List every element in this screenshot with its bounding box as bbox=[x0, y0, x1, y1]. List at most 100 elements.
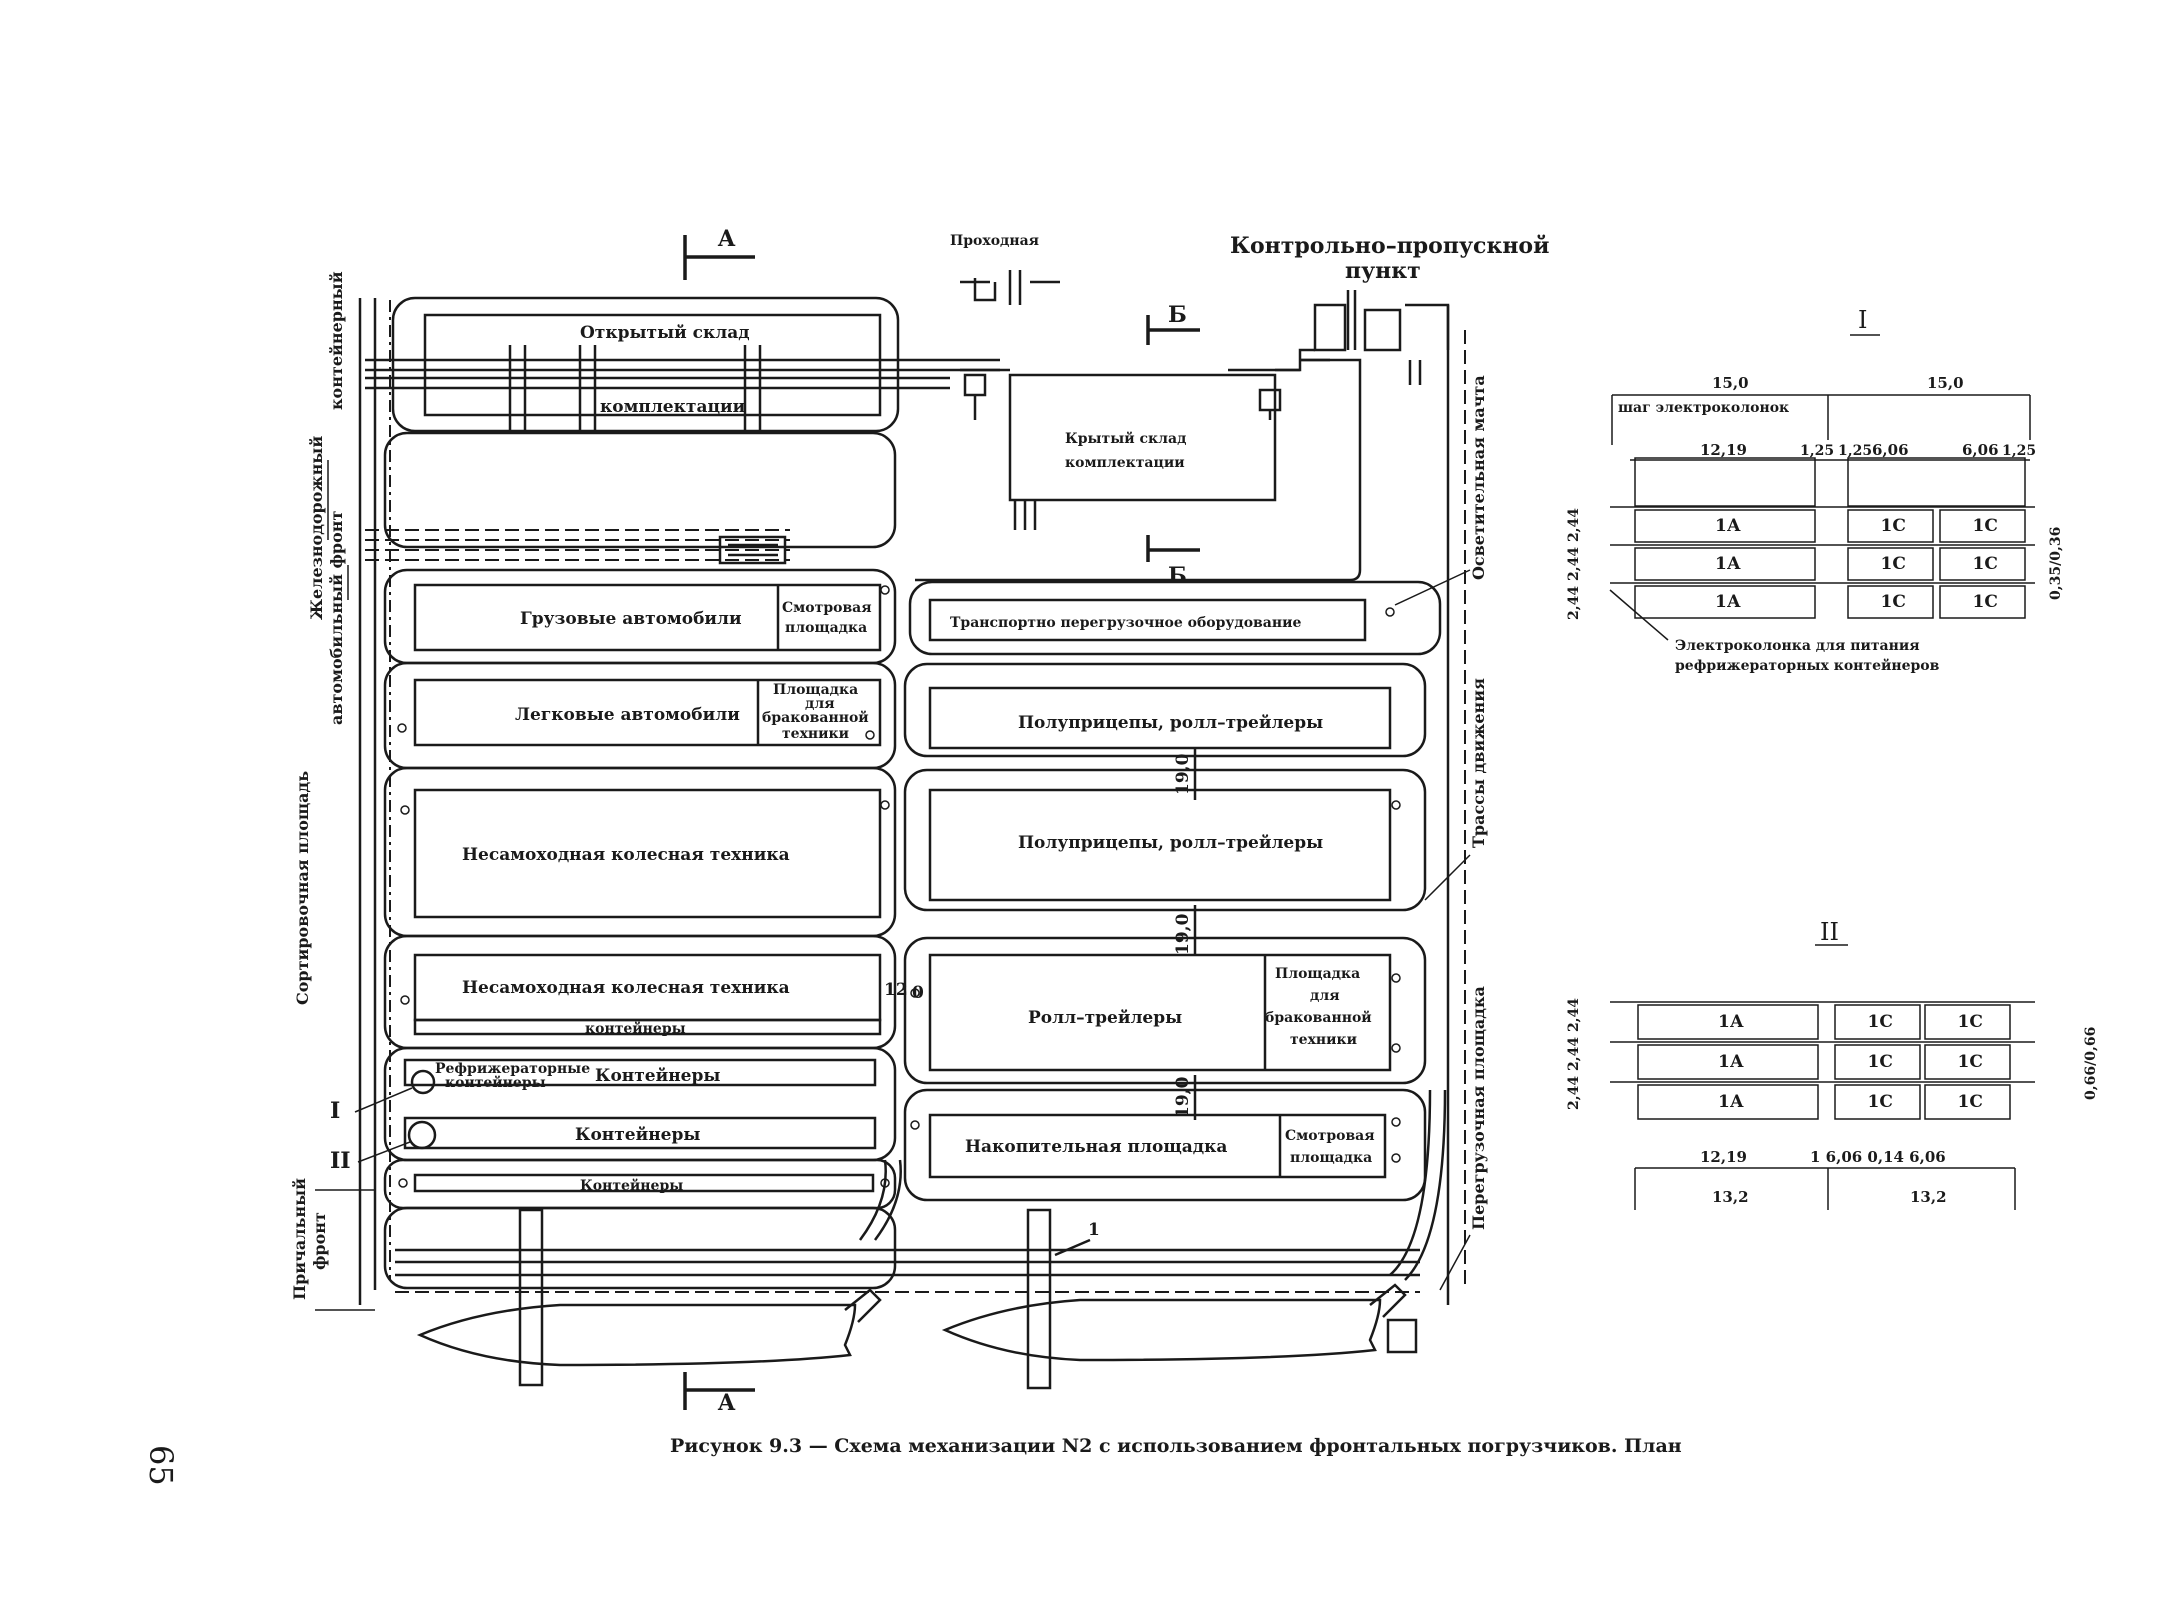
dim-19-0-b: 19,0 bbox=[1173, 913, 1193, 955]
container-slot bbox=[1637, 1084, 1819, 1120]
svg-text:6,06: 6,06 bbox=[1872, 441, 1909, 459]
container-slot bbox=[1834, 1084, 1921, 1120]
container-slot-label: 1С bbox=[1881, 516, 1906, 536]
svg-text:0,66/0,66: 0,66/0,66 bbox=[2083, 1027, 2099, 1100]
cars-area: Легковые автомобили Площадка для бракова… bbox=[397, 678, 882, 747]
container-slot-label: 1А bbox=[1715, 592, 1741, 612]
container-slot-label: 1С bbox=[1958, 1012, 1983, 1032]
container-slot bbox=[1634, 585, 1816, 619]
svg-text:бракованной: бракованной bbox=[1265, 1009, 1372, 1026]
semi-trailers-area-2: Полуприцепы, ролл–трейлеры bbox=[928, 788, 1401, 902]
container-slot bbox=[1847, 509, 1934, 543]
detail-I: I 15,0 15,0 шаг электроколонок 12,19 1,2… bbox=[1566, 306, 2064, 674]
sorting-area-label: Сортировочная площадь bbox=[293, 771, 312, 1005]
svg-text:I: I bbox=[330, 1098, 340, 1124]
trucks-area: Грузовые автомобили Смотровая площадка bbox=[413, 583, 890, 652]
section-a-bottom-marker: A bbox=[683, 1372, 755, 1416]
callout-II: II bbox=[330, 1141, 411, 1174]
svg-text:12,19: 12,19 bbox=[1700, 441, 1747, 459]
transshipment-area-label: Перегрузочная площадка bbox=[1469, 986, 1488, 1230]
accumulation-area: Накопительная площадка Смотровая площадк… bbox=[910, 1113, 1401, 1179]
dim-19-0-c: 19,0 bbox=[1173, 1076, 1193, 1118]
berth-front-label-1: Причальный bbox=[290, 1178, 309, 1300]
right-column-boundary bbox=[903, 580, 1442, 1202]
containers-area-3: Контейнеры bbox=[398, 1173, 890, 1194]
svg-text:Смотровая: Смотровая bbox=[1285, 1128, 1375, 1144]
container-slot bbox=[1924, 1044, 2011, 1080]
svg-text:15,0: 15,0 bbox=[1927, 374, 1964, 392]
svg-text:1,25: 1,25 bbox=[1800, 443, 1834, 459]
container-slot-label: 1С bbox=[1958, 1092, 1983, 1112]
container-label: контейнерный bbox=[327, 271, 346, 410]
svg-text:12: 12 bbox=[884, 980, 908, 1000]
crane-1 bbox=[518, 1208, 544, 1387]
left-column-boundary bbox=[383, 296, 900, 1290]
container-slot-label: 1С bbox=[1973, 592, 1998, 612]
containers-area-2: Контейнеры bbox=[403, 1116, 877, 1150]
container-slot bbox=[1634, 547, 1816, 581]
ship-1 bbox=[416, 1288, 882, 1367]
container-slot-label: 1С bbox=[1973, 554, 1998, 574]
svg-text:13,2: 13,2 bbox=[1712, 1188, 1749, 1206]
svg-text:A: A bbox=[717, 1390, 736, 1416]
traffic-routes-label: Трассы движения bbox=[1469, 678, 1488, 848]
container-row-strip bbox=[718, 535, 787, 565]
non-self-propelled-wheeled-area-1: Несамоходная колесная техника bbox=[400, 788, 890, 919]
kpp-building bbox=[1313, 290, 1450, 385]
kpp-label-line2: пункт bbox=[1345, 258, 1421, 284]
container-slot-label: 1А bbox=[1715, 554, 1741, 574]
svg-text:1: 1 bbox=[1088, 1220, 1100, 1240]
transport-equipment-area: Транспортно перегрузочное оборудование bbox=[928, 598, 1395, 642]
svg-text:I: I bbox=[1858, 306, 1867, 334]
svg-text:Крытый склад: Крытый склад bbox=[1065, 430, 1186, 447]
kpp-label-line1: Контрольно–пропускной bbox=[1230, 233, 1549, 259]
page-number: 65 bbox=[142, 1445, 180, 1486]
checkpoint-passage-label: Проходная bbox=[950, 233, 1039, 249]
svg-text:Несамоходная колесная техника: Несамоходная колесная техника bbox=[462, 978, 790, 998]
svg-text:техники: техники bbox=[1290, 1032, 1357, 1048]
svg-text:Ролл–трейлеры: Ролл–трейлеры bbox=[1028, 1008, 1182, 1028]
container-slot bbox=[1834, 1004, 1921, 1040]
open-storage-area: Открытый склад комплектации bbox=[423, 313, 882, 430]
svg-text:площадка: площадка bbox=[785, 620, 867, 636]
svg-text:Контейнеры: Контейнеры bbox=[595, 1066, 720, 1086]
svg-text:площадка: площадка bbox=[1290, 1150, 1372, 1166]
svg-text:шаг электроколонок: шаг электроколонок bbox=[1618, 400, 1789, 416]
container-slot-label: 1А bbox=[1715, 516, 1741, 536]
container-slot bbox=[1939, 585, 2026, 619]
svg-text:Контейнеры: Контейнеры bbox=[580, 1177, 683, 1194]
auto-front-label: автомобильный фронт bbox=[327, 510, 346, 725]
container-slot bbox=[1939, 547, 2026, 581]
svg-text:2,44 2,44 2,44: 2,44 2,44 2,44 bbox=[1566, 508, 1582, 620]
dim-19-0-a: 19,0 bbox=[1173, 753, 1193, 795]
svg-text:II: II bbox=[330, 1148, 351, 1174]
container-slot bbox=[1939, 509, 2026, 543]
svg-text:Площадка: Площадка bbox=[1275, 966, 1360, 982]
container-slot bbox=[1637, 1044, 1819, 1080]
container-slot-label: 1А bbox=[1718, 1052, 1744, 1072]
section-b-top-marker: Б bbox=[1146, 302, 1200, 345]
svg-text:1,25: 1,25 bbox=[1838, 443, 1872, 459]
container-slot bbox=[1924, 1084, 2011, 1120]
svg-text:Смотровая: Смотровая bbox=[782, 600, 872, 616]
section-a-top-marker: A bbox=[683, 226, 755, 280]
svg-text:15,0: 15,0 bbox=[1712, 374, 1749, 392]
callout-I: I bbox=[330, 1087, 413, 1124]
container-slot bbox=[1834, 1044, 1921, 1080]
svg-text:для: для bbox=[805, 696, 835, 712]
reefer-containers-area: Рефрижераторные контейнеры Контейнеры bbox=[403, 1058, 877, 1095]
passage-gate bbox=[960, 270, 1060, 305]
svg-text:13,2: 13,2 bbox=[1910, 1188, 1947, 1206]
svg-text:Несамоходная колесная техника: Несамоходная колесная техника bbox=[462, 845, 790, 865]
container-slot bbox=[1924, 1004, 2011, 1040]
svg-text:12,19: 12,19 bbox=[1700, 1148, 1747, 1166]
figure-caption: Рисунок 9.3 — Схема механизации N2 с исп… bbox=[670, 1435, 1682, 1457]
svg-text:Б: Б bbox=[1168, 302, 1187, 328]
svg-text:II: II bbox=[1820, 918, 1839, 946]
ship-marker-1: 1 bbox=[1054, 1220, 1100, 1257]
svg-text:Легковые автомобили: Легковые автомобили bbox=[515, 705, 740, 725]
